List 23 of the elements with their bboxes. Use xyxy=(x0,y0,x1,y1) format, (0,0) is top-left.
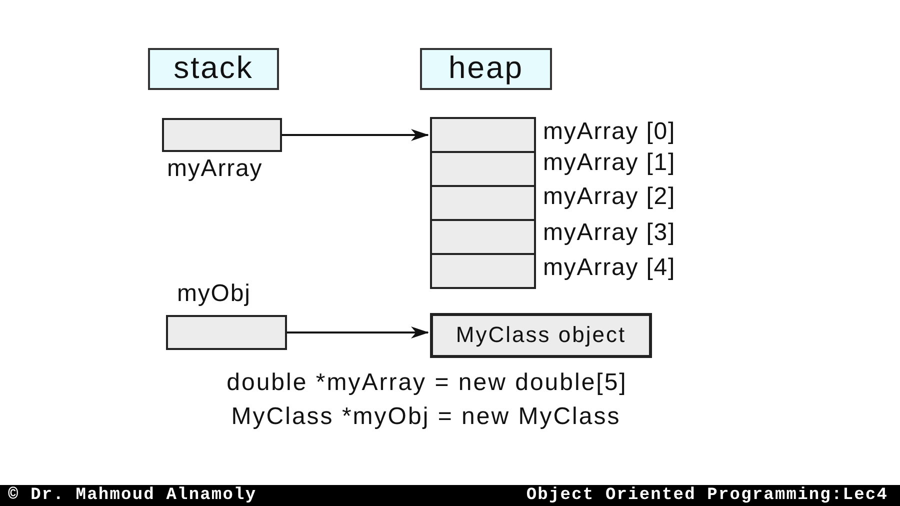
code-line: MyClass *myObj = new MyClass xyxy=(231,403,621,431)
array-element-cell xyxy=(430,253,536,289)
code-line: double *myArray = new double[5] xyxy=(226,369,628,397)
variable-label: myObj xyxy=(177,281,251,308)
footer-text: © Dr. Mahmoud Alnamoly xyxy=(8,486,257,505)
arrow xyxy=(282,129,429,141)
array-element-cell xyxy=(430,185,536,221)
array-element-cell xyxy=(430,219,536,255)
memory-region-box: heap xyxy=(420,48,552,90)
arrow xyxy=(287,326,429,338)
object-box: MyClass object xyxy=(430,313,652,358)
footer-text: Object Oriented Programming:Lec4 xyxy=(526,486,888,505)
variable-label: myArray [4] xyxy=(543,255,676,282)
pointer-cell xyxy=(162,118,282,152)
variable-label: myArray [1] xyxy=(543,150,676,176)
array-element-cell xyxy=(430,117,536,153)
variable-label: myArray [0] xyxy=(543,119,676,146)
variable-label: myArray [2] xyxy=(543,184,676,210)
variable-label: myArray [3] xyxy=(543,220,676,246)
memory-region-box: stack xyxy=(148,48,279,90)
array-element-cell xyxy=(430,151,536,187)
pointer-cell xyxy=(166,315,287,350)
variable-label: myArray xyxy=(167,156,263,182)
